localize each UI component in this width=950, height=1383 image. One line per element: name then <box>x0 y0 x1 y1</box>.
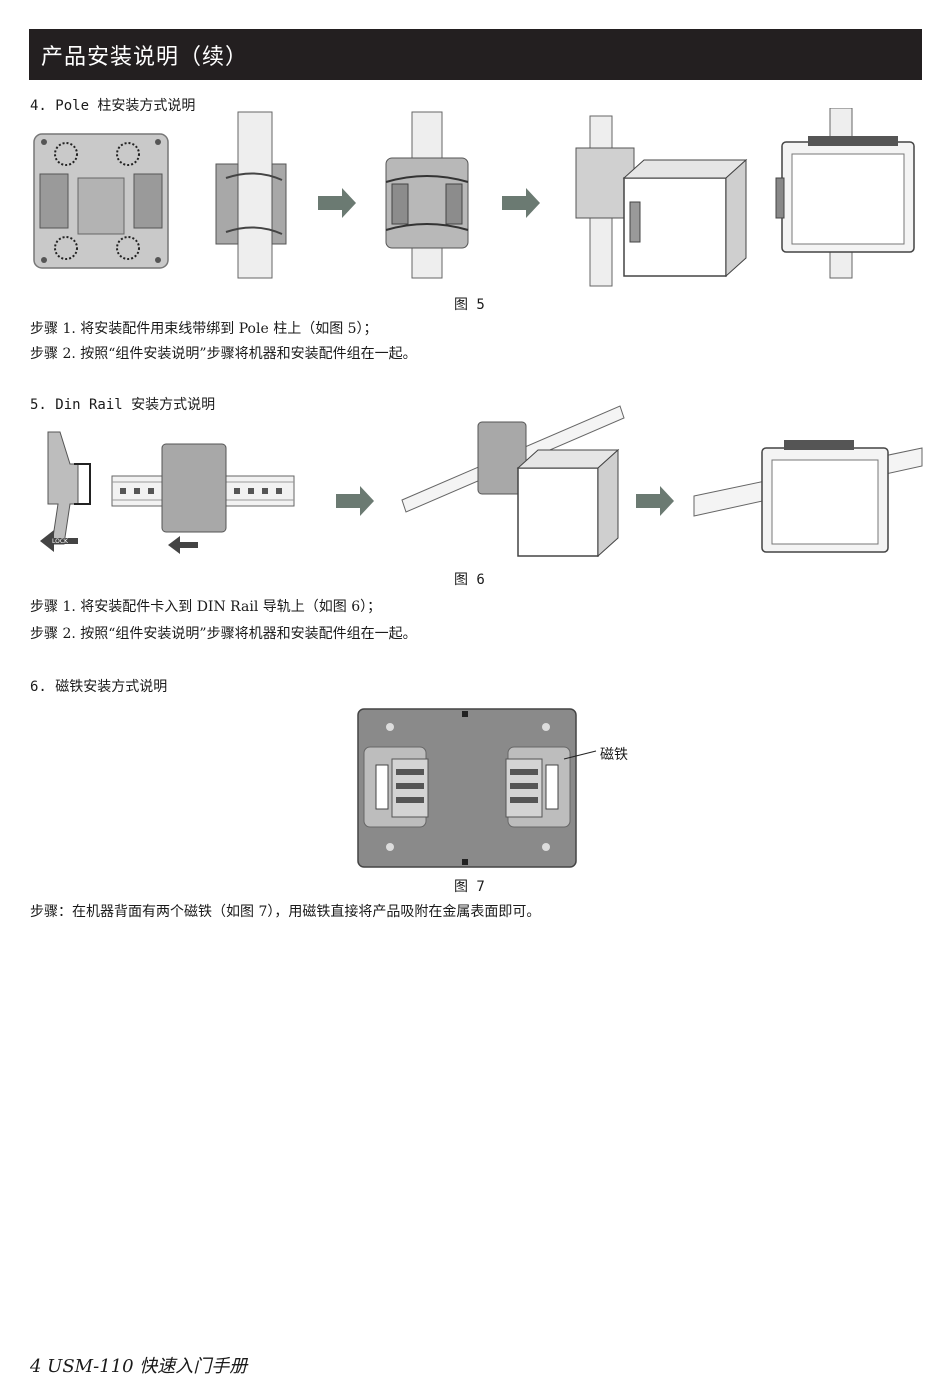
figure-5-pole-mount <box>30 108 930 293</box>
section-5-step-1: 步骤 1. 将安装配件卡入到 DIN Rail 导轨上（如图 6）； <box>30 596 381 616</box>
arrow-icon <box>336 486 374 516</box>
section-header-bar: 产品安装说明（续） <box>29 29 922 80</box>
section-4-step-1: 步骤 1. 将安装配件用束线带绑到 Pole 柱上（如图 5）； <box>30 318 378 338</box>
figure-7-magnet-back <box>356 707 638 871</box>
arrow-icon <box>636 486 674 516</box>
section-6-heading: 6. 磁铁安装方式说明 <box>30 676 167 696</box>
figure-6-caption: 图 6 <box>454 569 485 589</box>
figure-7-caption: 图 7 <box>454 876 485 896</box>
page-footer: 4 USM-110 快速入门手册 <box>30 1352 247 1378</box>
pole-with-bracket-front <box>386 112 468 278</box>
magnet-bracket-left <box>364 747 428 827</box>
magnet-bracket-right <box>506 747 570 827</box>
device-approaching-rail <box>402 406 624 556</box>
arrow-icon <box>318 188 356 218</box>
device-mounted-on-pole <box>776 108 914 278</box>
figure-5-caption: 图 5 <box>454 294 485 314</box>
section-4-step-2: 步骤 2. 按照“组件安装说明”步骤将机器和安装配件组在一起。 <box>30 343 417 363</box>
device-mounted-on-rail <box>694 440 922 552</box>
section-6-step: 步骤：在机器背面有两个磁铁（如图 7），用磁铁直接将产品吸附在金属表面即可。 <box>30 901 540 921</box>
figure-6-din-rail-mount: LOCK <box>30 404 930 564</box>
section-5-step-2: 步骤 2. 按照“组件安装说明”步骤将机器和安装配件组在一起。 <box>30 623 417 643</box>
magnet-label: 磁铁 <box>600 744 628 764</box>
pole-with-bracket-side <box>216 112 286 278</box>
din-clip-profile <box>48 432 90 544</box>
mount-bracket-plate <box>34 134 168 268</box>
din-rail-with-bracket <box>112 444 294 554</box>
page-title: 产品安装说明（续） <box>41 39 248 71</box>
arrow-icon <box>502 188 540 218</box>
device-approaching-pole <box>576 116 746 286</box>
lock-label: LOCK <box>52 538 69 545</box>
